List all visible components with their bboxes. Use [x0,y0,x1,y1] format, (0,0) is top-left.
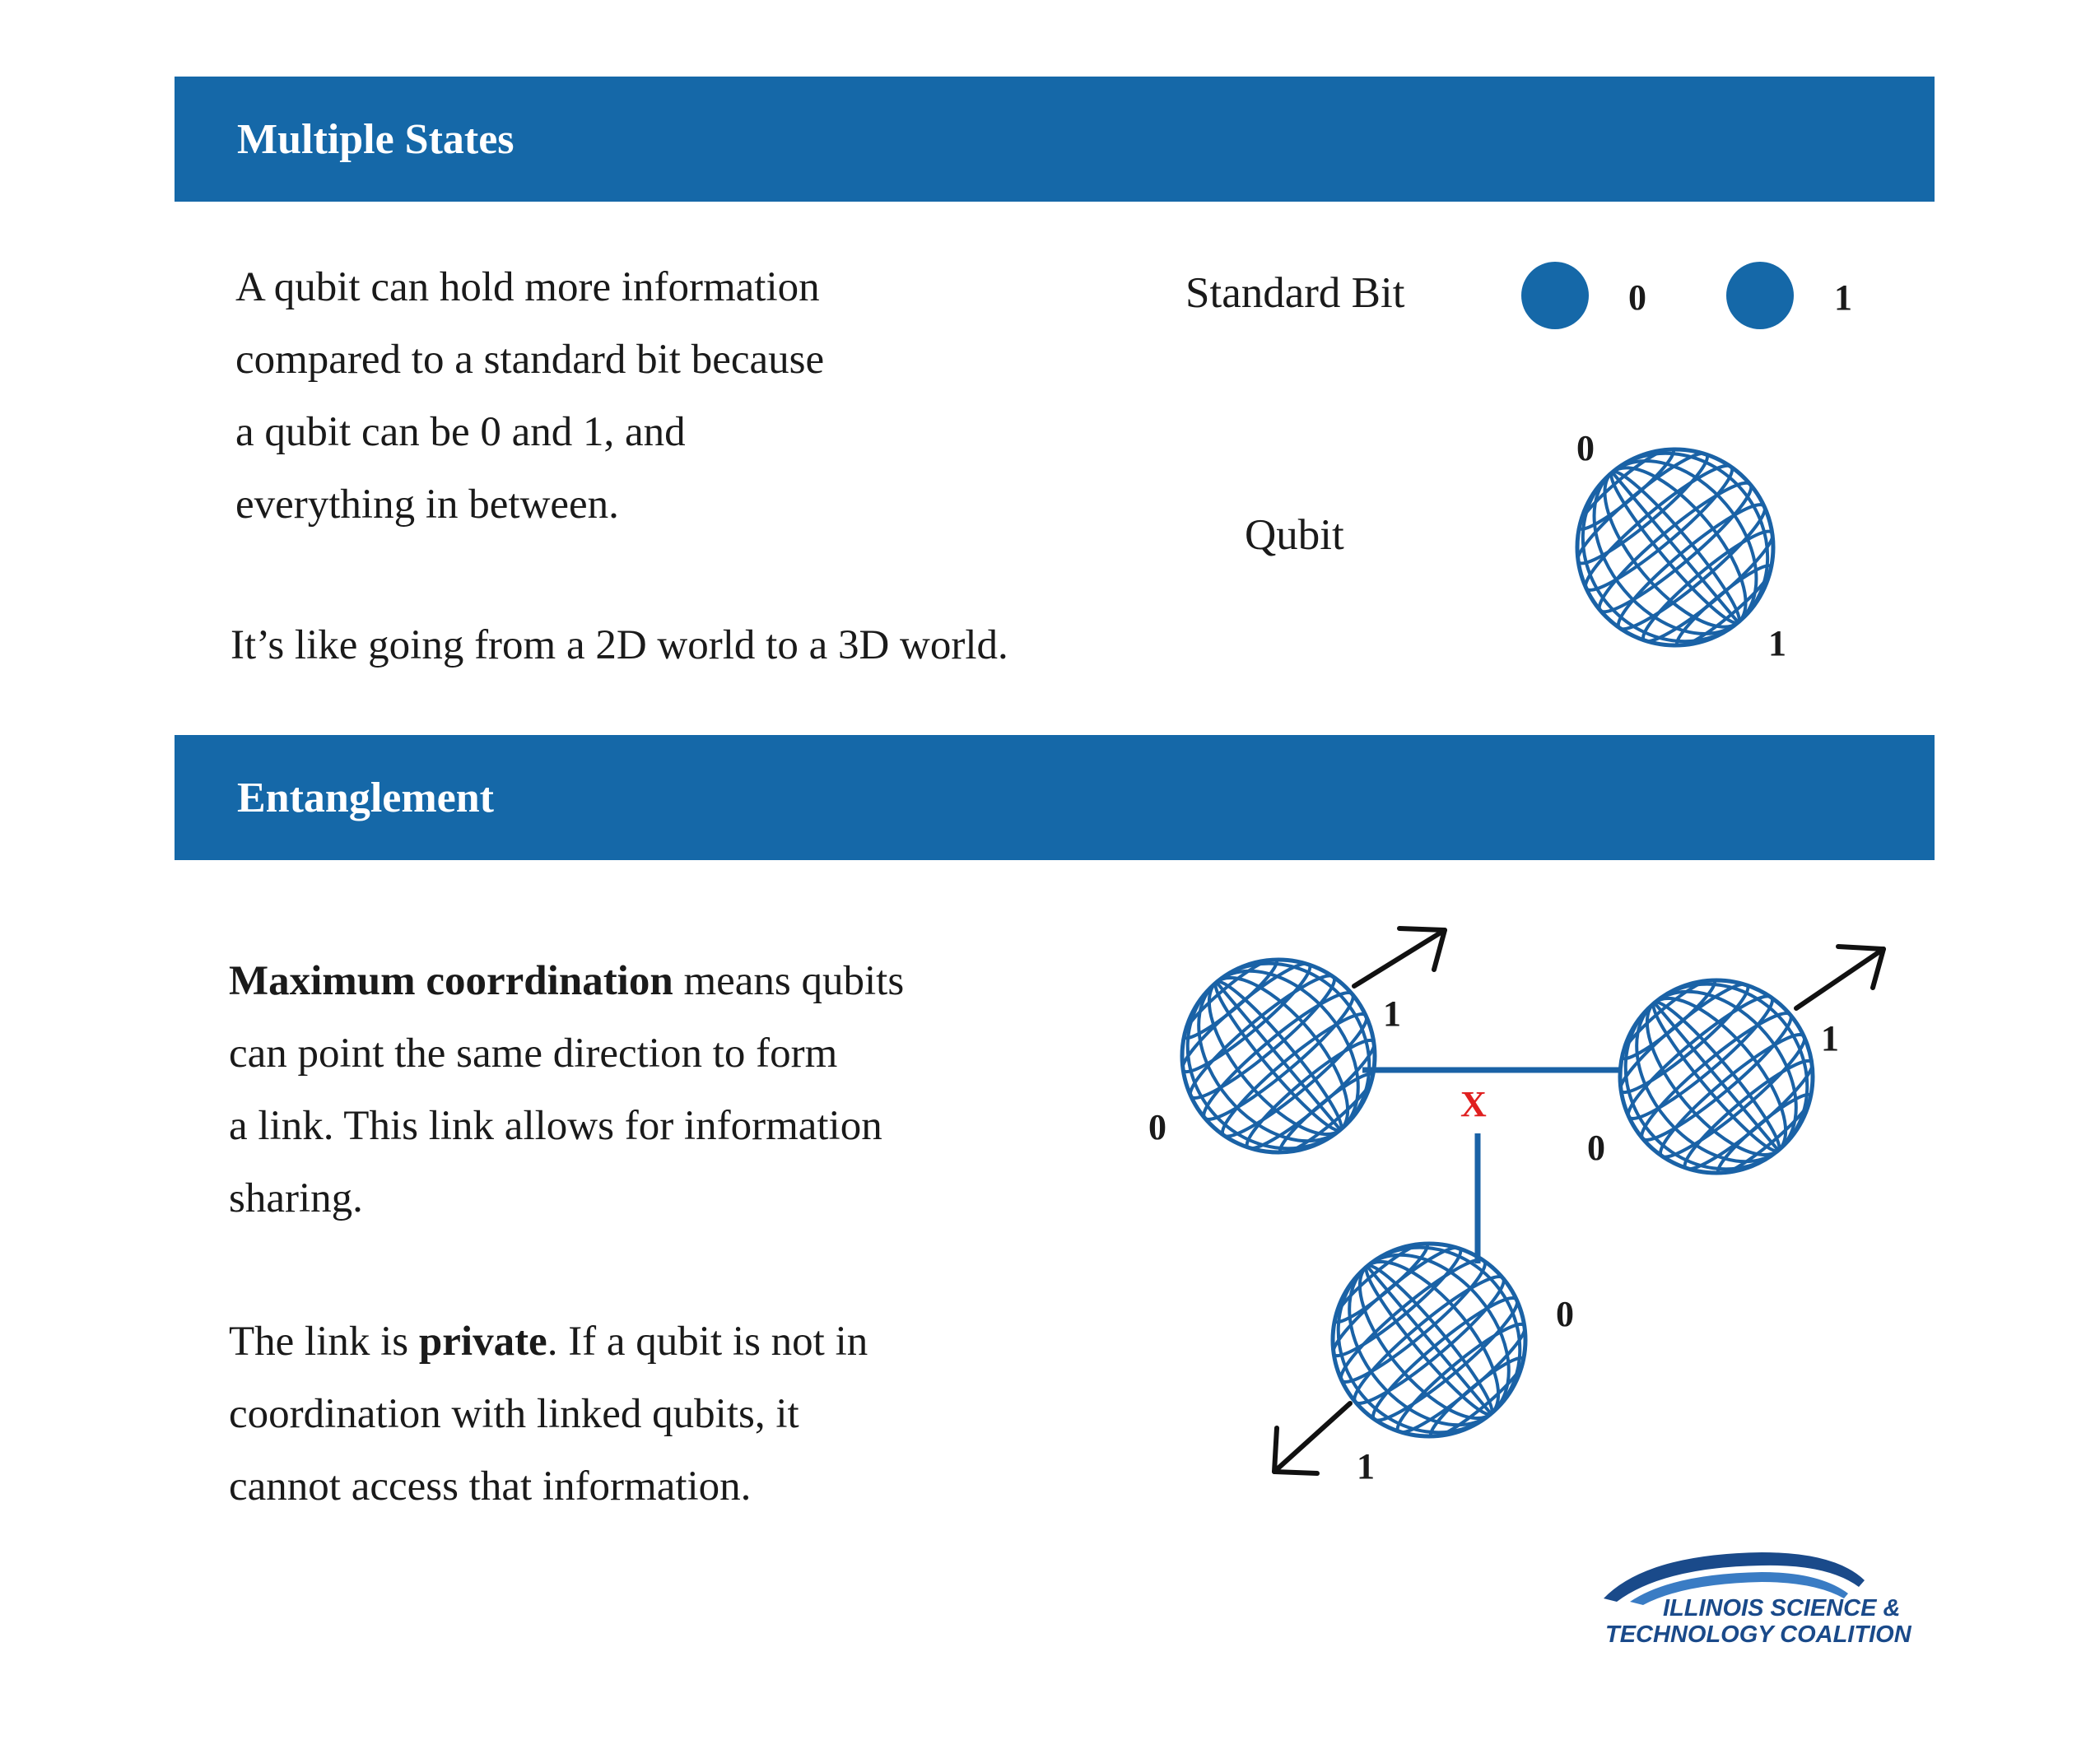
sphere-mesh [1575,446,1776,649]
section-banner-multiple-states: Multiple States [175,77,1935,202]
bit-state-0: 0 [1628,277,1646,318]
bold-term: Maximum coorrdination [229,958,673,1004]
text-line: It’s like going from a 2D world to a 3D … [230,622,1008,668]
qubit-bottom-state-b: 1 [1357,1446,1375,1486]
analogy-text: It’s like going from a 2D world to a 3D … [230,609,1008,682]
text-line: compared to a standard bit because [235,337,825,383]
arrow-head-icon [1836,944,1886,990]
sphere-mesh [1330,1240,1528,1440]
qubit-left-state-a: 1 [1383,993,1401,1034]
arrow-right-qubit [1794,947,1886,1011]
text-line: . If a qubit is not in [547,1319,868,1365]
qubit-state-top: 0 [1576,428,1595,468]
text-line: cannot access that information. [229,1463,752,1510]
arrow-left-qubit [1352,928,1447,989]
privacy-text: The link is private. If a qubit is not i… [229,1305,868,1523]
coalition-logo-icon [1604,1552,1865,1605]
bit-state-1: 1 [1834,277,1852,318]
text-line: can point the same direction to form [229,1031,838,1077]
qubit-right-state-b: 0 [1587,1128,1605,1168]
qubit-bottom-state-a: 0 [1556,1294,1574,1334]
qubit-left-state-b: 0 [1148,1107,1166,1147]
qubit-right-sphere-icon [1618,977,1815,1176]
logo-line-2: TECHNOLOGY COALITION [1605,1621,1911,1648]
section-title: Entanglement [237,774,494,821]
qubit-left-sphere-icon [1180,956,1377,1156]
text-line: a link. This link allows for information [229,1103,882,1149]
text-line: The link is [229,1319,419,1365]
text-line: a qubit can be 0 and 1, and [235,409,686,455]
qubit-bottom-sphere-icon [1330,1240,1528,1440]
coordination-text: Maximum coorrdination means qubits can p… [229,945,904,1235]
text-line: coordination with linked qubits, it [229,1391,799,1437]
qubit-label: Qubit [1245,511,1344,559]
text-line: sharing. [229,1175,363,1221]
bit-dot-0 [1521,262,1589,329]
qubit-state-bottom: 1 [1768,623,1786,663]
text-line: everything in between. [235,482,619,528]
logo-line-1: ILLINOIS SCIENCE & [1663,1595,1901,1621]
section-title: Multiple States [237,115,515,163]
text-line: means qubits [673,958,905,1004]
arrow-head-icon [1397,926,1447,972]
arrow-bottom-qubit [1272,1401,1353,1474]
standard-bit-label: Standard Bit [1185,269,1405,317]
qubit-description: A qubit can hold more information compar… [235,251,824,541]
broken-link-mark: X [1460,1084,1487,1124]
sphere-mesh [1180,956,1377,1156]
bold-term: private [418,1319,547,1365]
sphere-mesh [1618,977,1815,1176]
section-banner-entanglement: Entanglement [175,735,1935,860]
qubit-sphere-icon [1575,446,1776,649]
bit-dot-1 [1726,262,1794,329]
qubit-right-state-a: 1 [1821,1018,1839,1058]
text-line: A qubit can hold more information [235,264,820,310]
arrow-head-icon [1272,1426,1320,1476]
